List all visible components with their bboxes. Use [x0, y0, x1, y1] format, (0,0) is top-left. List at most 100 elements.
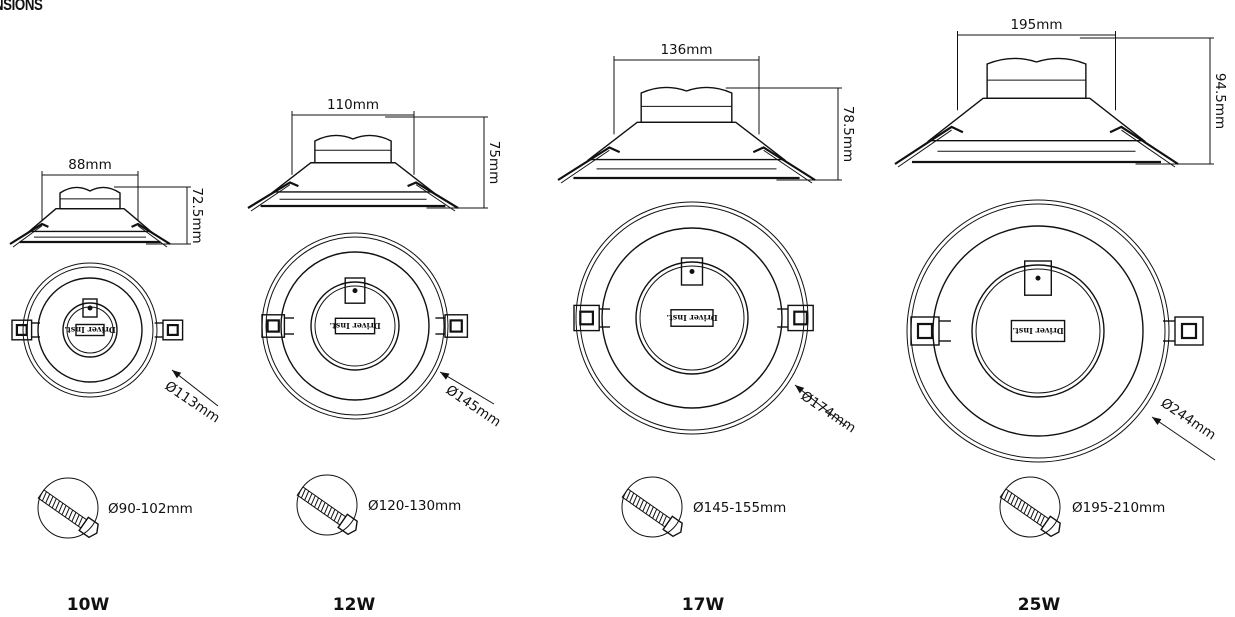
height-dimension: 78.5mm: [725, 87, 856, 181]
diameter-arrowhead: [172, 370, 182, 379]
spring-clip-right: [435, 314, 469, 338]
drill-thread: [320, 502, 326, 512]
spring-clip-left-inner: [897, 129, 952, 168]
cutout-callout: Ø90-102mm: [37, 477, 193, 539]
wattage-label: 17W: [682, 595, 725, 615]
clip-frame: [1174, 316, 1204, 346]
reflector-body: [586, 121, 787, 161]
drill-thread: [51, 498, 57, 509]
spring-clip-left: [910, 316, 951, 346]
body-ring: [601, 227, 783, 409]
drill-thread: [645, 504, 651, 514]
drill-thread: [1007, 492, 1013, 503]
side-view: [247, 134, 459, 212]
drill-thread: [652, 508, 658, 519]
wattage-label: 25W: [1018, 595, 1061, 615]
driver-housing-inner: [314, 285, 396, 367]
plan-view: Driver Inst.: [573, 201, 814, 435]
driver-label-plate: [1010, 319, 1066, 343]
driver-label-plate: [334, 317, 376, 335]
drill-thread: [1033, 511, 1039, 521]
cutout-callout: Ø145-155mm: [621, 476, 786, 538]
width-label: 88mm: [68, 157, 111, 173]
clip-block: [166, 324, 179, 337]
clip-block: [266, 319, 280, 333]
cutout-circle: [999, 476, 1061, 538]
spring-clip-right-inner: [1121, 129, 1176, 168]
driver-label: Driver Inst.: [64, 325, 116, 335]
spring-clip-left: [11, 319, 40, 341]
height-dimension: 94.5mm: [1079, 37, 1228, 165]
spring-clip-right: [407, 181, 459, 209]
terminal-screw: [87, 305, 93, 311]
cutout-callout: Ø195-210mm: [999, 476, 1165, 538]
cutout-label: Ø195-210mm: [1072, 500, 1165, 516]
clip-frame: [261, 314, 286, 338]
clip-block: [449, 319, 463, 333]
drill-thread: [317, 499, 323, 510]
drill-thread: [639, 499, 645, 510]
driver-housing-inner: [975, 268, 1101, 394]
side-view: [557, 86, 816, 184]
reflector-body: [926, 97, 1147, 142]
cutout-circle: [37, 477, 99, 539]
spring-clip-left: [247, 181, 299, 209]
diameter-arrowhead: [1152, 417, 1162, 425]
reflector-body: [271, 162, 435, 193]
height-label: 78.5mm: [840, 106, 856, 162]
clip-frame: [444, 314, 469, 338]
spring-clip-left-inner: [250, 184, 291, 212]
drill-shank: [621, 488, 672, 528]
drill-thread: [48, 496, 54, 506]
height-label: 75mm: [486, 141, 502, 184]
spring-clip-right: [1109, 125, 1179, 165]
drill-thread: [333, 511, 339, 522]
drill-thread: [310, 495, 316, 506]
diameter-leader: [1151, 416, 1216, 461]
drill-thread: [330, 509, 336, 519]
cutout-circle: [296, 474, 358, 536]
diameter-callout: Ø145mm: [439, 371, 504, 430]
driver-housing: [310, 281, 400, 371]
drill-thread: [74, 514, 80, 525]
side-view: [9, 186, 171, 248]
drill-thread: [1036, 513, 1042, 524]
height-dimension: 72.5mm: [114, 186, 205, 245]
drill-shank: [37, 489, 88, 529]
housing-cap: [59, 186, 121, 210]
drill-shank: [296, 486, 347, 526]
driver-label: Driver Inst.: [329, 321, 381, 331]
drill-thread: [1026, 506, 1032, 517]
drill-thread: [323, 504, 329, 515]
width-dimension: 110mm: [291, 97, 415, 175]
clip-frame: [910, 316, 940, 346]
terminal-block: [82, 298, 98, 318]
body-ring: [280, 251, 430, 401]
driver-housing-inner: [639, 265, 745, 371]
housing-cap: [314, 134, 392, 164]
diameter-leader: [439, 371, 495, 405]
drill-thread: [45, 493, 51, 504]
width-label: 136mm: [660, 42, 712, 58]
terminal-screw: [352, 288, 358, 294]
drill-thread: [41, 491, 47, 502]
drill-thread: [1013, 497, 1019, 508]
drill-thread: [77, 516, 83, 527]
width-dimension: 136mm: [613, 42, 760, 135]
drill-head: [337, 513, 358, 536]
clip-block: [579, 310, 594, 326]
reflector-body: [27, 207, 153, 233]
width-label: 110mm: [327, 97, 379, 113]
outer-bezel: [906, 199, 1170, 463]
clip-frame: [11, 319, 33, 341]
drill-thread: [307, 493, 313, 503]
spring-clip-left-inner: [12, 225, 43, 248]
plan-view: Driver Inst.: [261, 232, 469, 420]
spring-clip-left: [894, 125, 964, 165]
drill-thread: [71, 512, 77, 522]
terminal-screw: [1035, 275, 1041, 281]
spring-clip-right: [777, 304, 814, 332]
